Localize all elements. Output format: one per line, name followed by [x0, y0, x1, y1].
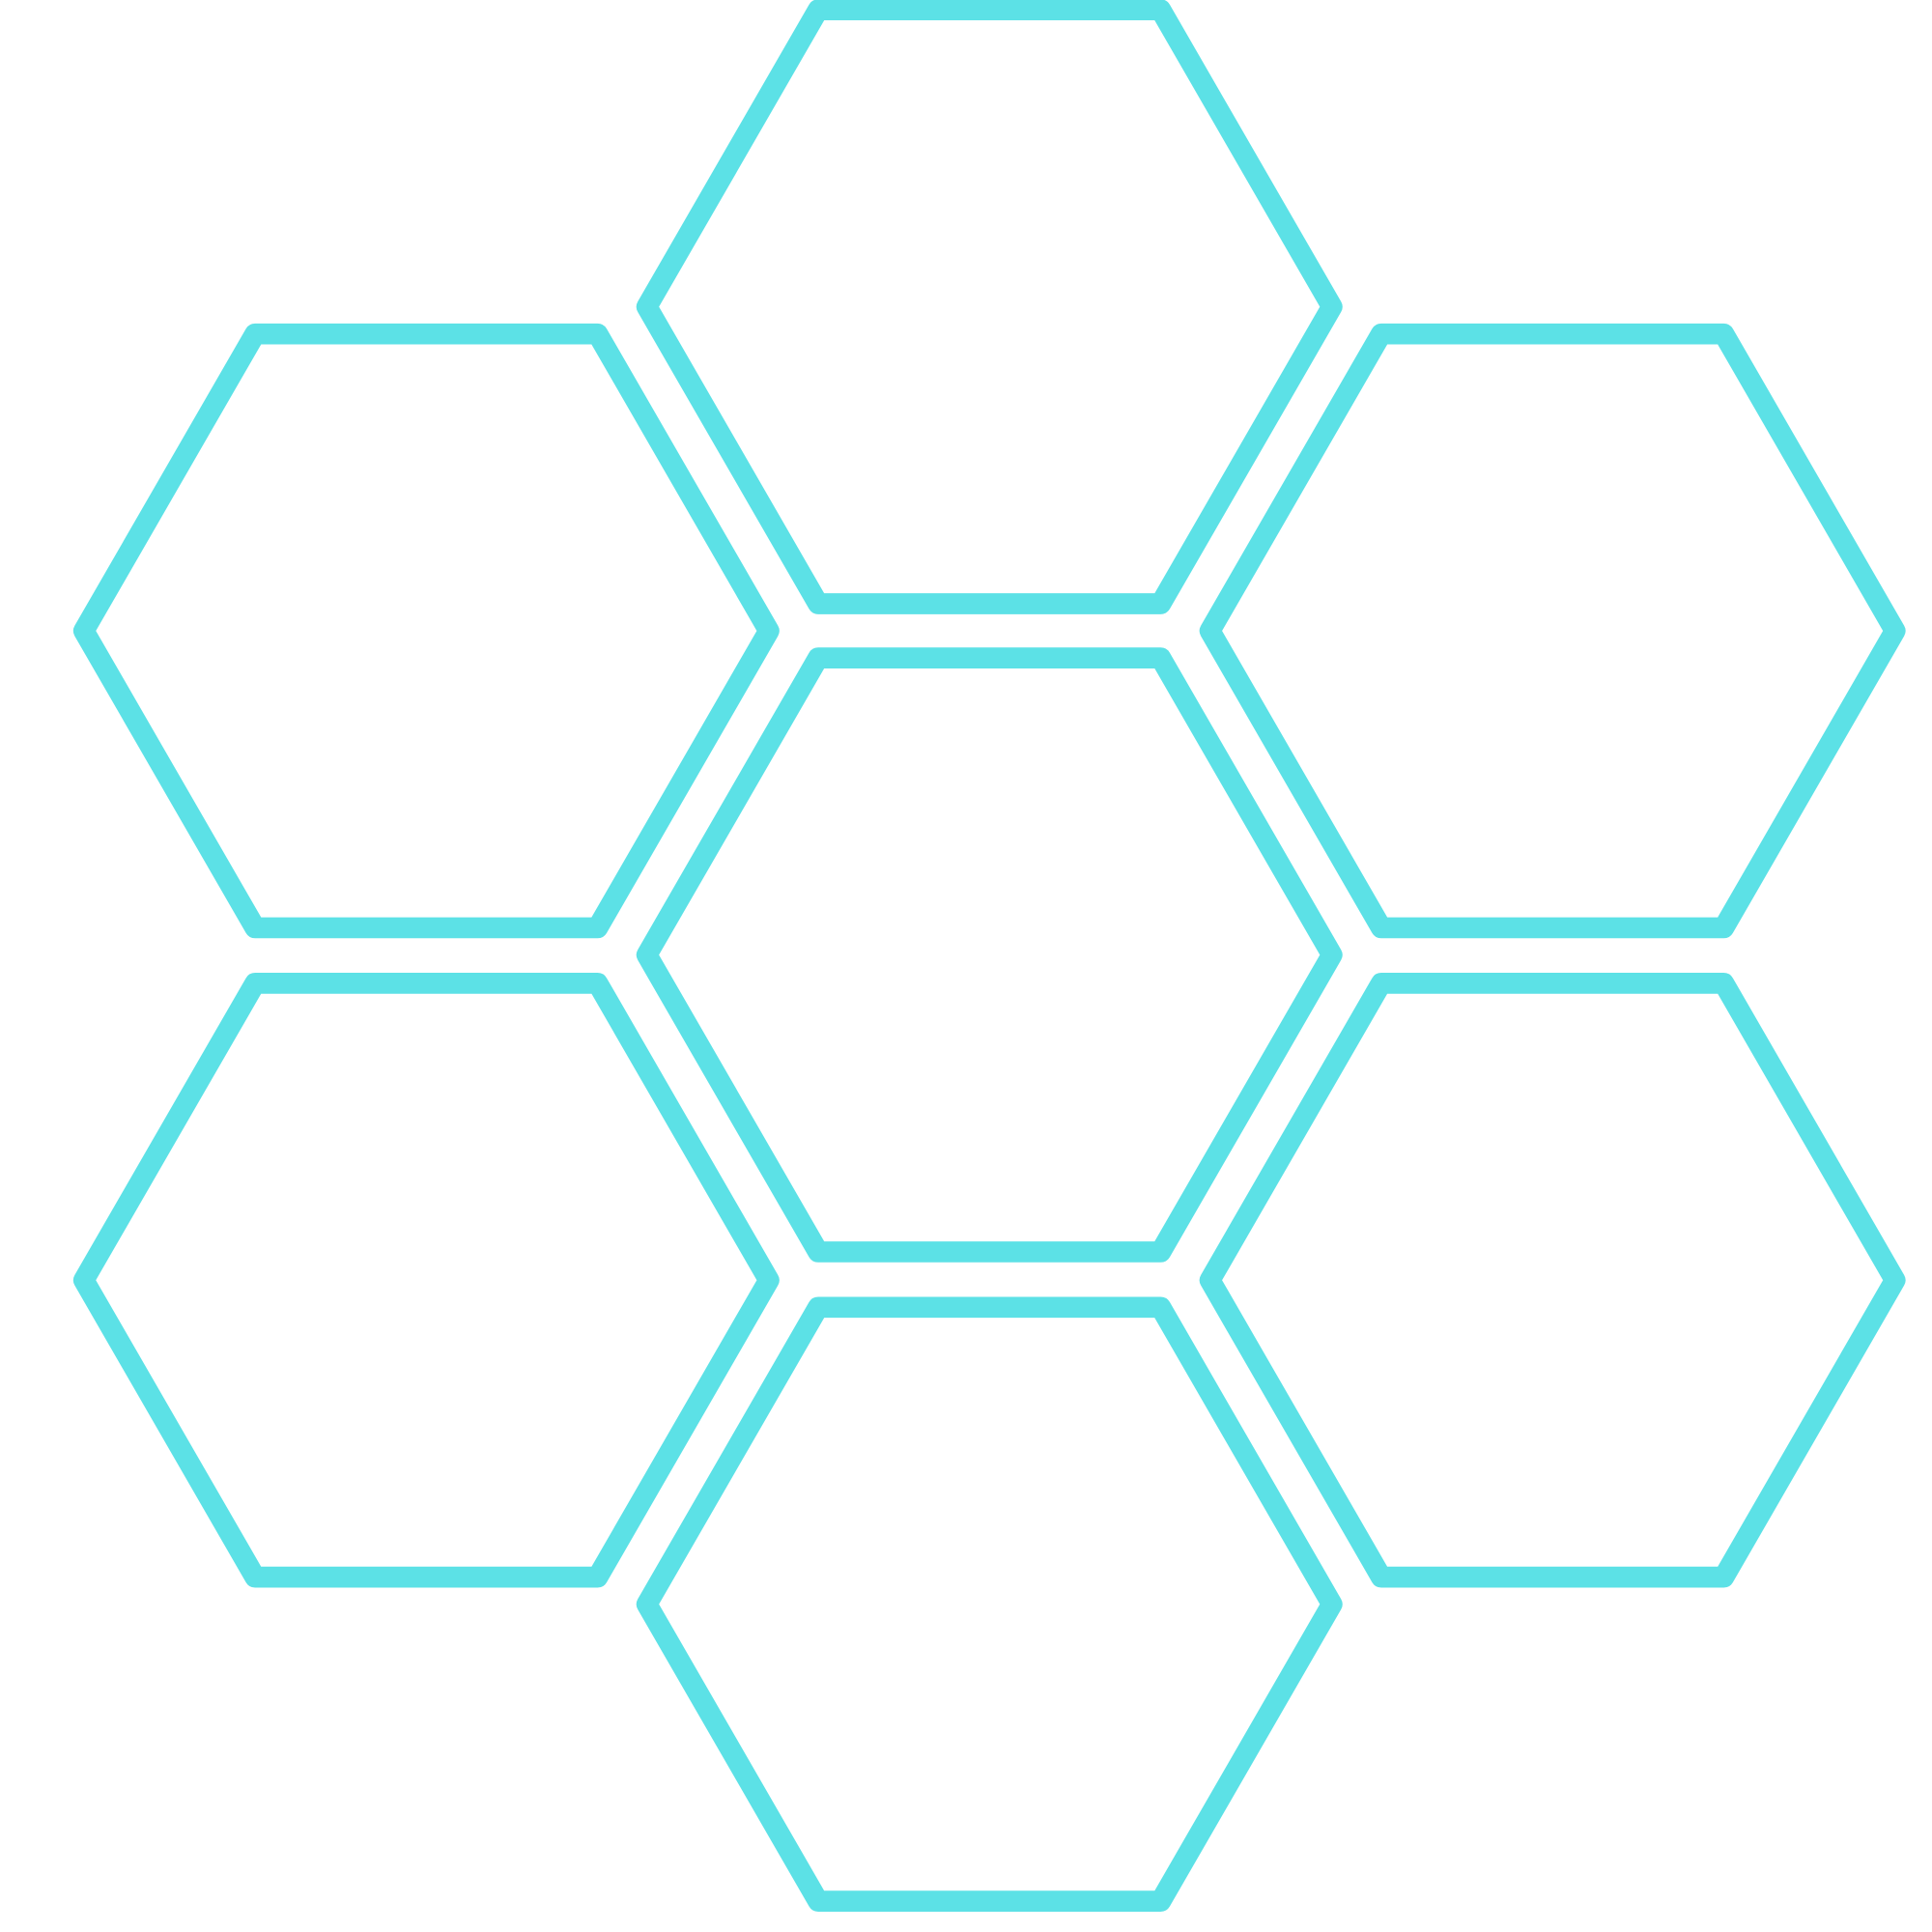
hexagon-lower-right — [1199, 973, 1906, 1588]
hexagon-lower-left — [72, 973, 780, 1588]
hexagon-top-center — [636, 0, 1343, 614]
hexagon-bottom-center — [636, 1296, 1343, 1912]
hexagon-upper-right — [1199, 323, 1906, 939]
hexagon-center — [636, 647, 1343, 1263]
hexagon-upper-left — [72, 323, 780, 939]
